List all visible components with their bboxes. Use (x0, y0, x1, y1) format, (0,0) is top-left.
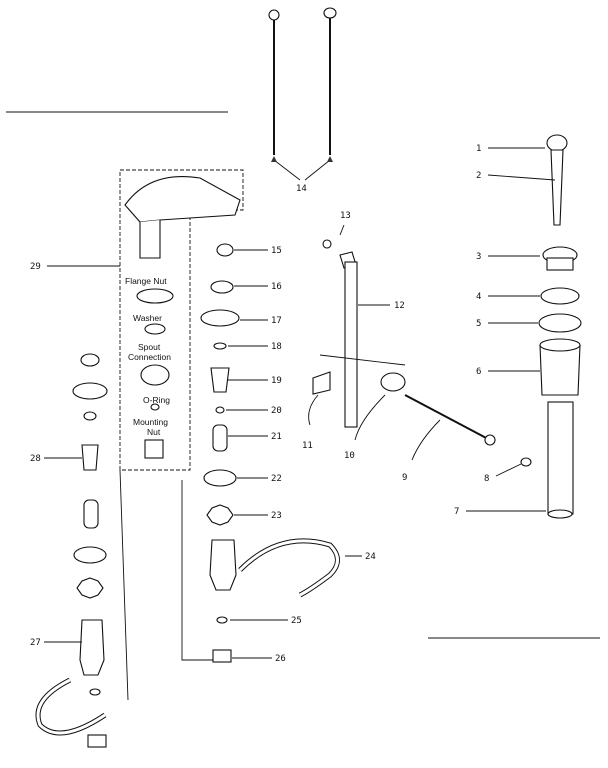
label-o-ring: O-Ring (143, 395, 170, 405)
label-flange-nut: Flange Nut (125, 276, 167, 286)
callout-13: 13 (340, 211, 351, 221)
callout-21: 21 (271, 432, 282, 442)
callout-1: 1 (476, 144, 481, 154)
label-washer: Washer (133, 313, 162, 323)
center-valve-parts (200, 243, 240, 663)
callout-4: 4 (476, 292, 481, 302)
callout-19: 19 (271, 376, 282, 386)
callout-14: 14 (296, 184, 307, 194)
lift-strap-parts (312, 239, 496, 446)
callout-3: 3 (476, 252, 481, 262)
label-spout-connection-2: Connection (128, 352, 171, 362)
drain-parts (520, 134, 582, 519)
center-guide-line (181, 480, 213, 661)
label-spout-connection-1: Spout (138, 342, 161, 352)
callout-27: 27 (30, 638, 41, 648)
callout-9: 9 (402, 473, 407, 483)
callout-10: 10 (344, 451, 355, 461)
callout-17: 17 (271, 316, 282, 326)
callout-18: 18 (271, 342, 282, 352)
callout-6: 6 (476, 367, 481, 377)
callout-2: 2 (476, 171, 481, 181)
callout-28: 28 (30, 454, 41, 464)
label-mounting-nut-2: Nut (147, 427, 161, 437)
left-valve-parts (72, 353, 108, 748)
callout-12: 12 (394, 301, 405, 311)
callout-23: 23 (271, 511, 282, 521)
callout-16: 16 (271, 282, 282, 292)
callout-20: 20 (271, 406, 282, 416)
spout-assembly (124, 175, 241, 459)
center-leaders (226, 249, 288, 659)
lift-rods (268, 7, 337, 181)
callout-29: 29 (30, 262, 41, 272)
label-mounting-nut-1: Mounting (133, 417, 168, 427)
callout-15: 15 (271, 246, 282, 256)
callout-24: 24 (365, 552, 376, 562)
callout-22: 22 (271, 474, 282, 484)
callout-25: 25 (291, 616, 302, 626)
callout-8: 8 (484, 474, 489, 484)
callout-26: 26 (275, 654, 286, 664)
callout-5: 5 (476, 319, 481, 329)
left-guide-line (119, 469, 129, 701)
callout-7: 7 (454, 507, 459, 517)
callout-11: 11 (302, 441, 313, 451)
supply-hose-right (238, 538, 340, 598)
supply-hose-left (35, 677, 107, 736)
